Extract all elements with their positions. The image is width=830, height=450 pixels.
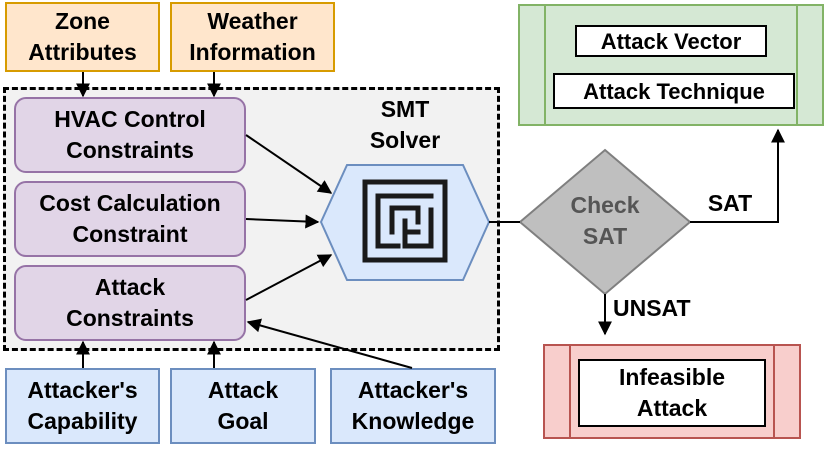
infeasible-attack-label: Infeasible Attack xyxy=(618,364,726,421)
arrow-knowledge-to-attack xyxy=(246,318,413,369)
attack-vector-box: Attack Vector xyxy=(575,25,767,57)
hvac-constraints-label: HVAC Control Constraints xyxy=(54,106,206,163)
process-right-bar xyxy=(796,6,822,124)
attacker-capability-box: Attacker's Capability xyxy=(5,368,160,444)
hvac-constraints-box: HVAC Control Constraints xyxy=(14,97,246,173)
cost-constraint-label: Cost Calculation Constraint xyxy=(39,190,221,247)
attack-constraints-box: Attack Constraints xyxy=(14,265,246,341)
smt-solver-label: SMT Solver xyxy=(369,96,441,153)
attack-goal-label: Attack Goal xyxy=(207,377,279,434)
process-left-bar xyxy=(545,346,571,437)
attack-vector-label: Attack Vector xyxy=(600,28,742,54)
arrow-sat xyxy=(690,128,785,223)
attack-technique-box: Attack Technique xyxy=(553,73,795,109)
arrow-cost-to-solver xyxy=(245,214,320,229)
attacker-knowledge-box: Attacker's Knowledge xyxy=(330,368,496,444)
weather-information-box: Weather Information xyxy=(170,2,335,72)
attacker-knowledge-label: Attacker's Knowledge xyxy=(351,377,475,434)
attack-constraints-label: Attack Constraints xyxy=(66,274,194,331)
attack-goal-box: Attack Goal xyxy=(170,368,316,444)
attacker-capability-label: Attacker's Capability xyxy=(27,377,138,434)
cost-constraint-box: Cost Calculation Constraint xyxy=(14,181,246,257)
weather-information-label: Weather Information xyxy=(189,8,316,65)
process-right-bar xyxy=(773,346,799,437)
arrow-attack-to-solver xyxy=(245,254,333,301)
process-left-bar xyxy=(520,6,546,124)
arrow-hvac-to-solver xyxy=(245,134,333,194)
sat-label: SAT xyxy=(707,190,753,216)
maze-icon xyxy=(362,179,448,263)
zone-attributes-label: Zone Attributes xyxy=(28,8,137,65)
check-sat-label: Check SAT xyxy=(570,192,640,249)
infeasible-attack-box: Infeasible Attack xyxy=(578,359,766,427)
unsat-label: UNSAT xyxy=(613,295,691,321)
zone-attributes-box: Zone Attributes xyxy=(5,2,160,72)
attack-technique-label: Attack Technique xyxy=(583,78,765,104)
